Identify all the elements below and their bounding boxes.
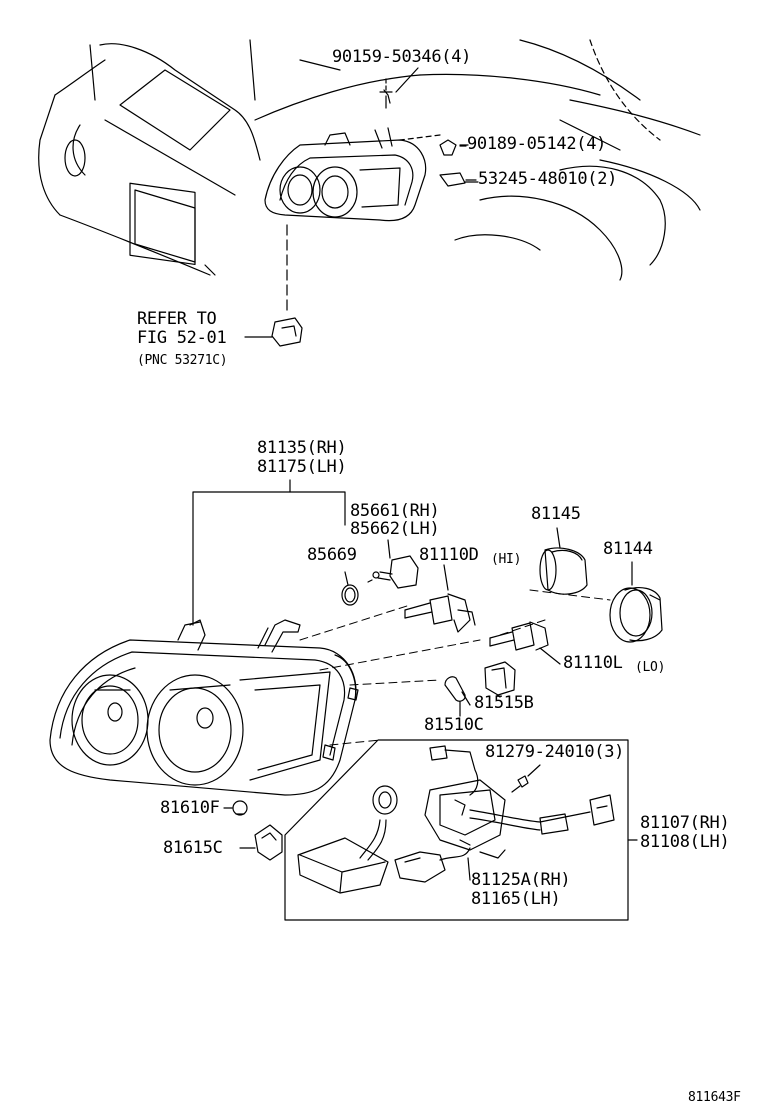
label-fig-52-01: FIG 52-01 xyxy=(137,328,227,348)
label-81110d-hi: (HI) xyxy=(491,552,522,567)
label-81135-rh: 81135(RH) xyxy=(257,438,347,458)
cap-81144 xyxy=(609,587,663,643)
socket-81615c xyxy=(254,824,283,861)
figure-code: 811643F xyxy=(688,1090,741,1105)
label-81615c: 81615C xyxy=(163,838,223,858)
bracket-81135 xyxy=(192,491,346,626)
leader-85661 xyxy=(387,539,391,559)
label-81107-rh: 81107(RH) xyxy=(640,813,730,833)
leader-90159 xyxy=(395,67,419,93)
refer-bracket xyxy=(244,317,303,347)
label-85662-lh: 85662(LH) xyxy=(350,519,440,539)
label-81165-lh: 81165(LH) xyxy=(471,889,561,909)
bulb-81110l xyxy=(489,621,549,651)
label-85661-rh: 85661(RH) xyxy=(350,501,440,521)
leader-81110d xyxy=(443,564,449,591)
vehicle-front-outline xyxy=(38,39,701,281)
bulb-81610f xyxy=(232,800,248,816)
alignment-lines xyxy=(299,589,611,746)
label-81145: 81145 xyxy=(531,504,581,524)
label-81279-24010: 81279-24010(3) xyxy=(485,742,625,762)
label-81110d: 81110D xyxy=(419,545,479,565)
label-81175-lh: 81175(LH) xyxy=(257,457,347,477)
socket-85661 xyxy=(367,555,419,589)
bulb-81110d xyxy=(404,593,476,633)
fasteners-top xyxy=(379,77,479,187)
label-53245-48010: 53245-48010(2) xyxy=(478,169,618,189)
label-pnc-53271c: (PNC 53271C) xyxy=(137,353,228,368)
label-81515b: 81515B xyxy=(474,693,534,713)
label-90159-50346: 90159-50346(4) xyxy=(332,47,472,67)
leader-81279 xyxy=(527,764,541,777)
leader-81125a xyxy=(467,857,471,881)
label-81610f: 81610F xyxy=(160,798,220,818)
socket-81515b xyxy=(484,661,516,696)
ballast-assembly xyxy=(297,745,615,894)
leader-81515b xyxy=(496,694,501,698)
installed-headlamp xyxy=(264,127,427,222)
label-81125a-rh: 81125A(RH) xyxy=(471,870,571,890)
leader-81110l xyxy=(539,647,561,665)
ballast-box-frame xyxy=(284,739,629,921)
leader-81145 xyxy=(556,527,561,549)
headlamp-assembly xyxy=(49,619,359,796)
label-81144: 81144 xyxy=(603,539,653,559)
label-81110l: 81110L xyxy=(563,653,623,673)
label-85669: 85669 xyxy=(307,545,357,565)
label-81110l-lo: (LO) xyxy=(635,660,666,675)
o-ring-85669 xyxy=(341,571,359,606)
label-81108-lh: 81108(LH) xyxy=(640,832,730,852)
label-refer-to: REFER TO xyxy=(137,309,217,329)
bulb-81510c xyxy=(444,676,471,706)
label-90189-05142: 90189-05142(4) xyxy=(467,134,607,154)
ring-81145 xyxy=(539,547,588,595)
label-81510c: 81510C xyxy=(424,715,484,735)
